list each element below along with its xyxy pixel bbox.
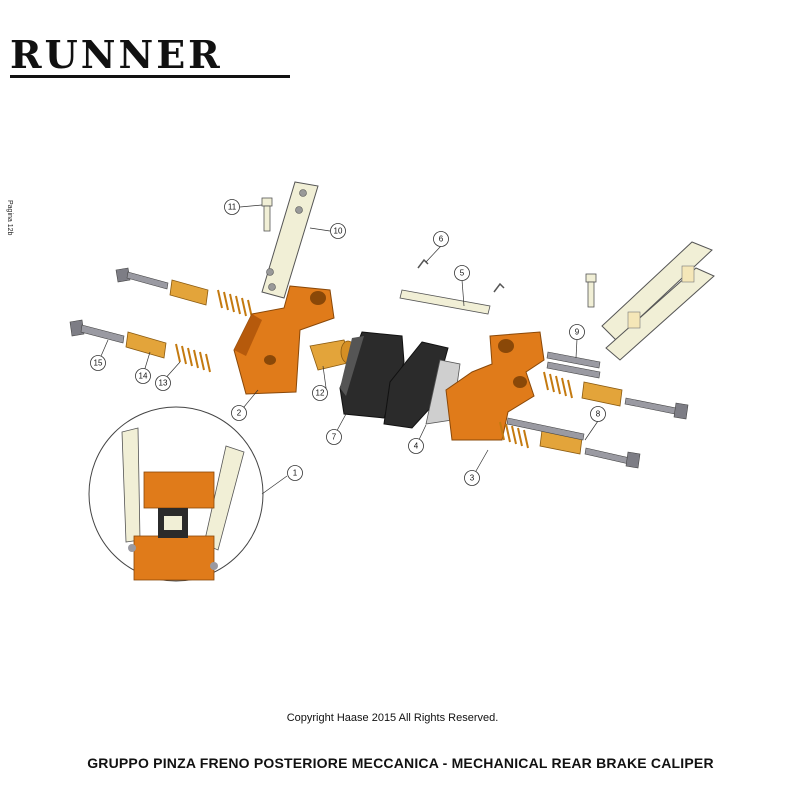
spring-part-13 (175, 343, 211, 373)
svg-text:3: 3 (470, 474, 475, 483)
spring-upper-left (217, 289, 253, 319)
bushing-part-14 (125, 331, 167, 359)
clip-part-6 (417, 258, 505, 293)
pin-part-5 (399, 289, 491, 315)
svg-text:8: 8 (596, 410, 601, 419)
diagram-caption: GRUPPO PINZA FRENO POSTERIORE MECCANICA … (87, 755, 714, 771)
svg-text:6: 6 (439, 235, 444, 244)
callout-7: 7 (326, 429, 342, 445)
callout-5: 5 (454, 265, 470, 281)
callout-11: 11 (224, 199, 240, 215)
link-arm-part-10 (261, 181, 319, 299)
caliper-half-part-2 (233, 285, 335, 395)
page-label: Pagina 12b (6, 200, 13, 236)
svg-text:2: 2 (237, 409, 242, 418)
pin-right (585, 273, 597, 308)
bolt-part-9 (546, 351, 601, 379)
callout-12: 12 (312, 385, 328, 401)
bolt-part-15 (69, 319, 125, 344)
svg-text:12: 12 (316, 389, 325, 398)
callout-8: 8 (590, 406, 606, 422)
link-arm-right (601, 241, 715, 361)
brand-name: RUNNER (10, 32, 223, 77)
svg-text:5: 5 (460, 269, 465, 278)
svg-text:1: 1 (293, 469, 298, 478)
bolt-part-8 (506, 417, 641, 469)
svg-text:13: 13 (159, 379, 168, 388)
brand-logo: RUNNER (10, 36, 290, 78)
callout-2: 2 (231, 405, 247, 421)
callout-6: 6 (433, 231, 449, 247)
callout-3: 3 (464, 470, 480, 486)
svg-text:11: 11 (228, 203, 237, 212)
bushing-upper-left (169, 279, 209, 306)
svg-text:10: 10 (334, 227, 343, 236)
brand-underline (10, 75, 290, 78)
bolt-upper-left (115, 267, 169, 290)
callout-4: 4 (408, 438, 424, 454)
copyright-notice: Copyright Haase 2015 All Rights Reserved… (286, 712, 499, 724)
svg-text:15: 15 (94, 359, 103, 368)
svg-text:7: 7 (332, 433, 337, 442)
callout-14: 14 (135, 368, 151, 384)
assembly-detail-view (88, 406, 264, 582)
spring-right-upper (543, 371, 573, 399)
bushing-right-upper (581, 381, 623, 407)
svg-text:4: 4 (414, 442, 419, 451)
callout-9: 9 (569, 324, 585, 340)
spring-right-lower (499, 421, 529, 449)
svg-text:9: 9 (575, 328, 580, 337)
callout-1: 1 (287, 465, 303, 481)
callout-15: 15 (90, 355, 106, 371)
pin-part-11 (261, 197, 273, 232)
svg-text:14: 14 (139, 372, 148, 381)
bolt-right-upper (624, 397, 689, 420)
callout-13: 13 (155, 375, 171, 391)
callout-10: 10 (330, 223, 346, 239)
caliper-half-part-3 (445, 331, 545, 441)
